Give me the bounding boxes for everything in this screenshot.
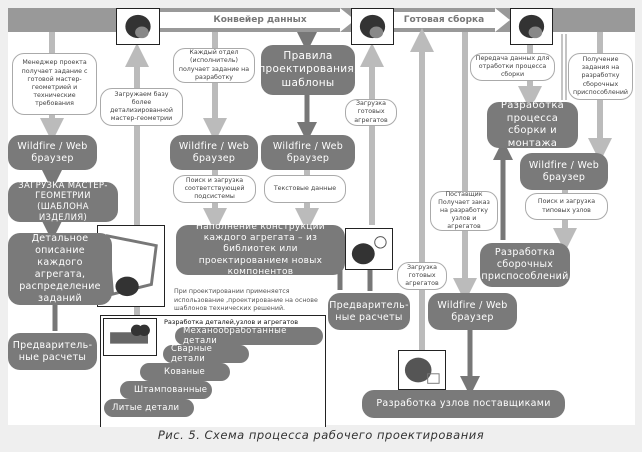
each-dept-note: Каждый отдел (исполнитель) получает зада… bbox=[173, 48, 255, 83]
supplier-development-box: Разработка узлов поставщиками bbox=[362, 390, 565, 418]
receive-task-note: Получение задания на разработку сборочны… bbox=[568, 53, 633, 100]
master-geometry-box: ЗАГРУЗКА МАСТЕР-ГЕОМЕТРИИ (ШАБЛОНА ИЗДЕЛ… bbox=[8, 181, 118, 223]
assembly-image bbox=[116, 8, 160, 45]
design-note: При проектировании применяется использов… bbox=[174, 288, 318, 312]
wildfire-browser-box: Wildfire / Web браузер bbox=[8, 135, 97, 170]
component-image bbox=[345, 228, 393, 270]
search-subsystem-note: Поиск и загрузка соответствующей подсист… bbox=[173, 175, 256, 203]
rules-templates-box: Правила проектирования, шаблоны bbox=[258, 45, 357, 95]
step-stamped-parts: Штампованные bbox=[120, 381, 212, 399]
assembly-process-box: Разработка процесса сборки и монтажа bbox=[487, 100, 578, 149]
fixtures-box: Разработка сборочных приспособлений bbox=[480, 243, 570, 287]
wildfire-browser-box: Wildfire / Web браузер bbox=[170, 135, 258, 170]
data-pipeline-label: Конвейер данных bbox=[213, 15, 307, 25]
supplier-unit-image bbox=[398, 350, 446, 390]
preliminary-calc-box: Предваритель-ные расчеты bbox=[8, 333, 97, 370]
wildfire-browser-box: Wildfire / Web браузер bbox=[520, 153, 608, 190]
step-welded-parts: Сварные детали bbox=[163, 344, 249, 364]
step-machined-parts: Механообработанные детали bbox=[175, 326, 323, 346]
details-title: Разработка деталей,узлов и агрегатов bbox=[164, 318, 299, 326]
parts-image bbox=[103, 318, 157, 356]
supplier-order-note: Поставщик Получает заказ на разработку у… bbox=[430, 191, 498, 231]
manager-note: Менеджер проекта получает задание с гото… bbox=[12, 53, 97, 115]
data-transfer-note: Передача данных для отработки процесса с… bbox=[470, 53, 555, 81]
construction-filling-box: Наполнение конструкции каждого агрегата … bbox=[176, 222, 345, 277]
assembly-image bbox=[351, 8, 394, 45]
detailed-description-box: Детальное описание каждого агрегата, рас… bbox=[8, 233, 112, 305]
assembly-image bbox=[510, 8, 553, 45]
load-ready-note: Загрузка готовых агрегатов bbox=[397, 262, 447, 290]
wildfire-browser-box: Wildfire / Web браузер bbox=[428, 293, 517, 330]
step-forged-parts: Кованые bbox=[140, 363, 230, 381]
step-cast-parts: Литые детали bbox=[104, 399, 194, 417]
load-ready-note: Загрузка готовых агрегатов bbox=[345, 99, 397, 126]
figure-caption: Рис. 5. Схема процесса рабочего проектир… bbox=[157, 428, 485, 442]
ready-assembly-label: Готовая сборка bbox=[403, 15, 485, 25]
search-typical-note: Поиск и загрузка типовых узлов bbox=[525, 193, 608, 220]
preliminary-calc-box: Предваритель-ные расчеты bbox=[328, 293, 410, 330]
wildfire-browser-box: Wildfire / Web браузер bbox=[261, 135, 355, 170]
load-base-note: Загружаем базу более детализированной ма… bbox=[100, 88, 183, 126]
text-data-note: Текстовые данные bbox=[264, 175, 346, 203]
